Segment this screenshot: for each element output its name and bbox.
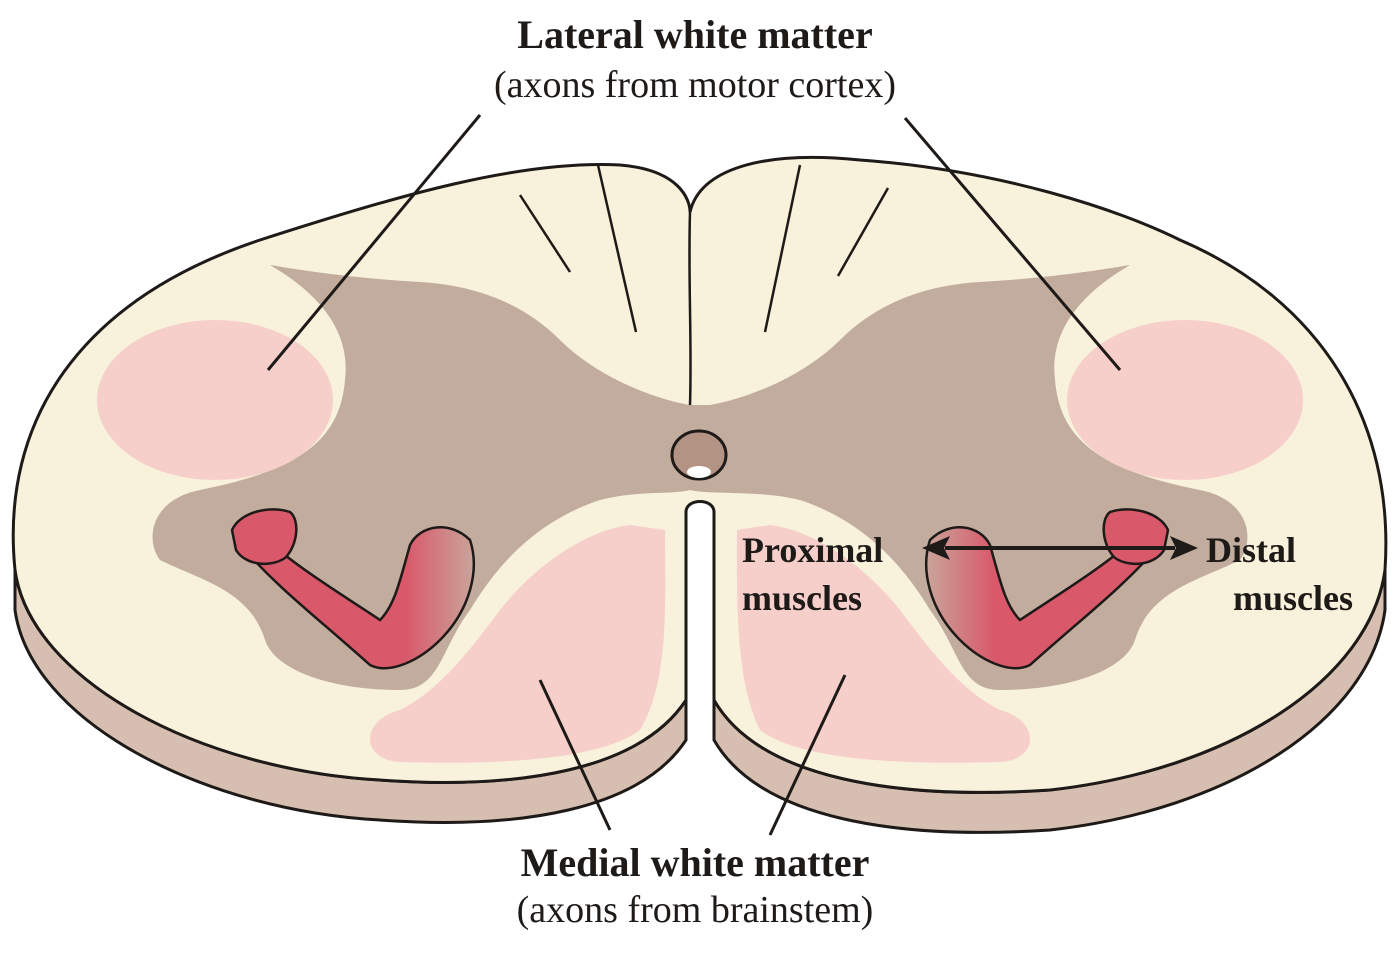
proximal-label-line1: Proximal (742, 530, 883, 570)
arm-right-icon (925, 526, 1159, 670)
proximal-distal-arrow-icon (922, 536, 1198, 560)
medial-title: Medial white matter (521, 840, 870, 885)
fist-right-icon (1102, 508, 1170, 566)
distal-label-line1: Distal (1206, 530, 1296, 570)
arm-left-icon (241, 526, 475, 670)
medial-white-matter-left (370, 525, 666, 763)
dorsal-column-lines (518, 164, 890, 406)
medial-subtitle: (axons from brainstem) (517, 889, 874, 931)
lateral-white-matter-left (97, 320, 333, 480)
lateral-title: Lateral white matter (517, 12, 872, 57)
proximal-label-line2: muscles (742, 578, 862, 618)
leader-lines (266, 114, 1122, 836)
central-canal-highlight (687, 466, 711, 478)
fist-left-icon (230, 508, 298, 566)
lateral-white-matter-right (1067, 320, 1303, 480)
medial-white-matter-right (736, 525, 1030, 763)
central-canal (670, 429, 728, 481)
lateral-subtitle: (axons from motor cortex) (494, 64, 896, 106)
distal-label-line2: muscles (1233, 578, 1353, 618)
